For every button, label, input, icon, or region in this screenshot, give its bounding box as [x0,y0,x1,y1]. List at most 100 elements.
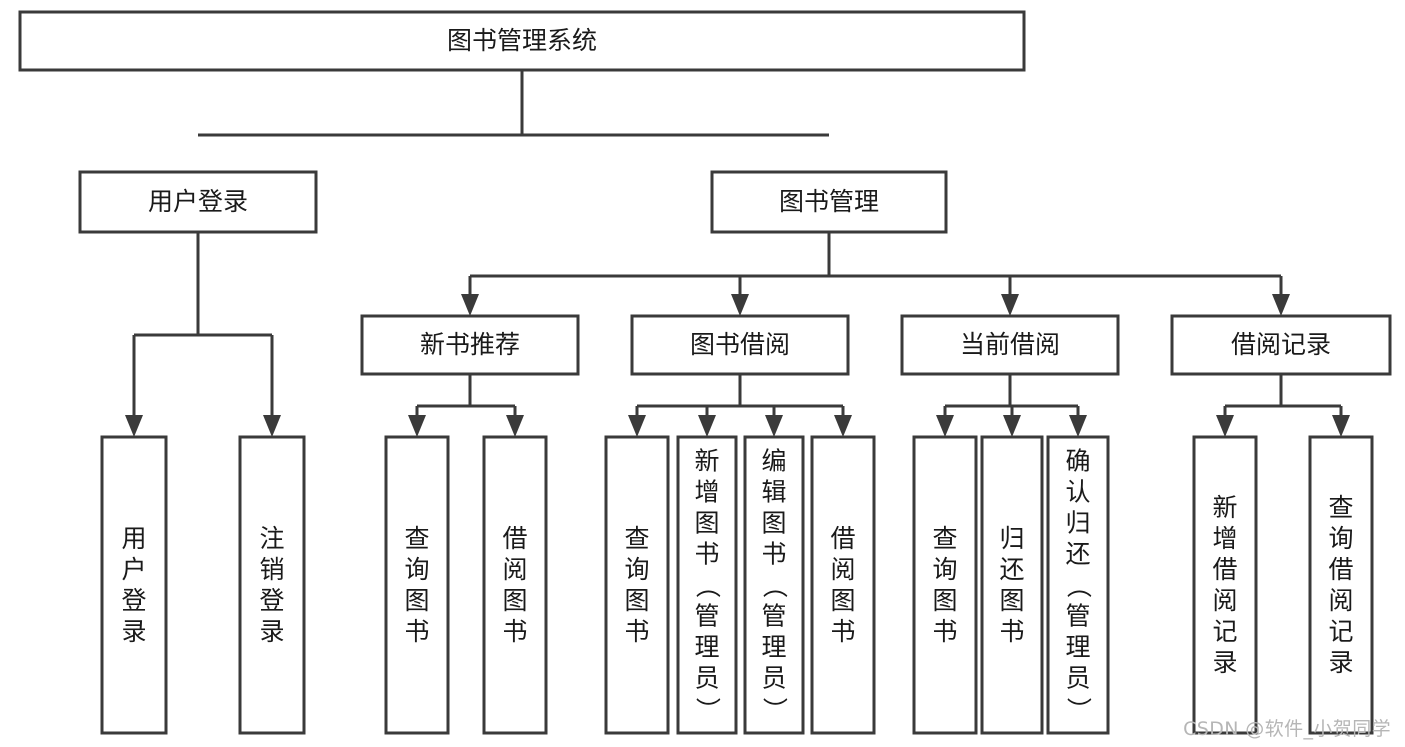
node-user-login[interactable]: 用户登录 [78,170,318,234]
node-label-char: 询 [624,555,649,584]
node-label-char: 注 [259,524,284,553]
node-label-char: 阅 [1328,586,1353,615]
node-label-char: 录 [1328,648,1353,677]
connector-arrowhead [731,294,749,316]
connector-bus-root [198,70,829,137]
node-leaf-user-login[interactable]: 用户登录 [100,435,168,735]
node-box[interactable] [980,435,1044,735]
node-box[interactable] [710,170,948,234]
node-label-char: 阅 [502,555,527,584]
connector-bus-book-borrow [628,374,852,437]
node-box[interactable] [384,435,450,735]
node-box[interactable] [238,435,306,735]
node-box[interactable] [482,435,548,735]
node-label: 图书管理系统 [447,26,597,55]
node-box[interactable] [743,435,805,735]
node-label-char: 员 [1065,664,1090,693]
node-box[interactable] [1192,435,1258,735]
connector-arrowhead [125,415,143,437]
node-label-char: 借 [830,524,855,553]
node-root[interactable]: 图书管理系统 [18,10,1026,72]
node-label-char: 图 [502,586,527,615]
node-label-char: 阅 [830,555,855,584]
node-box[interactable] [100,435,168,735]
node-label-char: 书 [761,540,786,569]
node-box[interactable] [1308,435,1374,735]
node-label-char: 录 [259,617,284,646]
node-box[interactable] [900,314,1120,376]
node-label-char: 图 [932,586,957,615]
node-label-char: 登 [259,586,284,615]
node-box[interactable] [604,435,670,735]
node-label-char: 书 [932,617,957,646]
node-label-char: 管 [1065,602,1090,631]
connector-arrowhead [263,415,281,437]
node-box[interactable] [18,10,1026,72]
node-label-char: 阅 [1212,586,1237,615]
node-label-char: 书 [404,617,429,646]
node-label-char: 管 [761,602,786,631]
node-label-char: （ [760,573,789,598]
node-label-char: 还 [999,555,1024,584]
connector-arrowhead [834,415,852,437]
node-label-char: 员 [694,664,719,693]
node-label-char: 书 [502,617,527,646]
node-box[interactable] [360,314,580,376]
node-box[interactable] [1170,314,1392,376]
node-label-char: 还 [1065,540,1090,569]
node-label-char: 图 [694,509,719,538]
node-box[interactable] [912,435,978,735]
node-label-char: 查 [932,524,957,553]
node-label-char: 增 [1212,524,1237,553]
node-label-char: 书 [694,540,719,569]
node-current-borrow[interactable]: 当前借阅 [900,314,1120,376]
node-new-book-rec[interactable]: 新书推荐 [360,314,580,376]
node-label-char: 记 [1212,617,1237,646]
node-book-borrow[interactable]: 图书借阅 [630,314,850,376]
node-box[interactable] [78,170,318,234]
connector-arrowhead [698,415,716,437]
node-book-manage[interactable]: 图书管理 [710,170,948,234]
node-label: 当前借阅 [960,330,1060,359]
node-label-char: 借 [502,524,527,553]
node-label-char: 书 [830,617,855,646]
node-box[interactable] [676,435,738,735]
connector-arrowhead [1069,415,1087,437]
connector-arrowhead [506,415,524,437]
node-box[interactable] [630,314,850,376]
node-label-char: （ [693,573,722,598]
node-box[interactable] [810,435,876,735]
node-label-char: 借 [1212,555,1237,584]
node-borrow-record[interactable]: 借阅记录 [1170,314,1392,376]
connector-arrowhead [765,415,783,437]
csdn-watermark: CSDN @软件_小贺同学 [1183,718,1391,740]
node-label-char: 编 [761,447,786,476]
node-label-char: 记 [1328,617,1353,646]
node-label-char: 销 [259,555,284,584]
node-label-char: 认 [1065,478,1090,507]
connector-arrowhead [461,294,479,316]
node-label-char: 询 [932,555,957,584]
node-label: 借阅记录 [1231,330,1331,359]
node-label-char: 登 [121,586,146,615]
node-label-char: ） [1064,697,1093,722]
node-label-char: 理 [1065,633,1090,662]
connector-arrowhead [1332,415,1350,437]
node-label-char: 归 [1065,509,1090,538]
node-box[interactable] [1046,435,1110,735]
node-label-char: ） [760,697,789,722]
node-label-char: 图 [761,509,786,538]
